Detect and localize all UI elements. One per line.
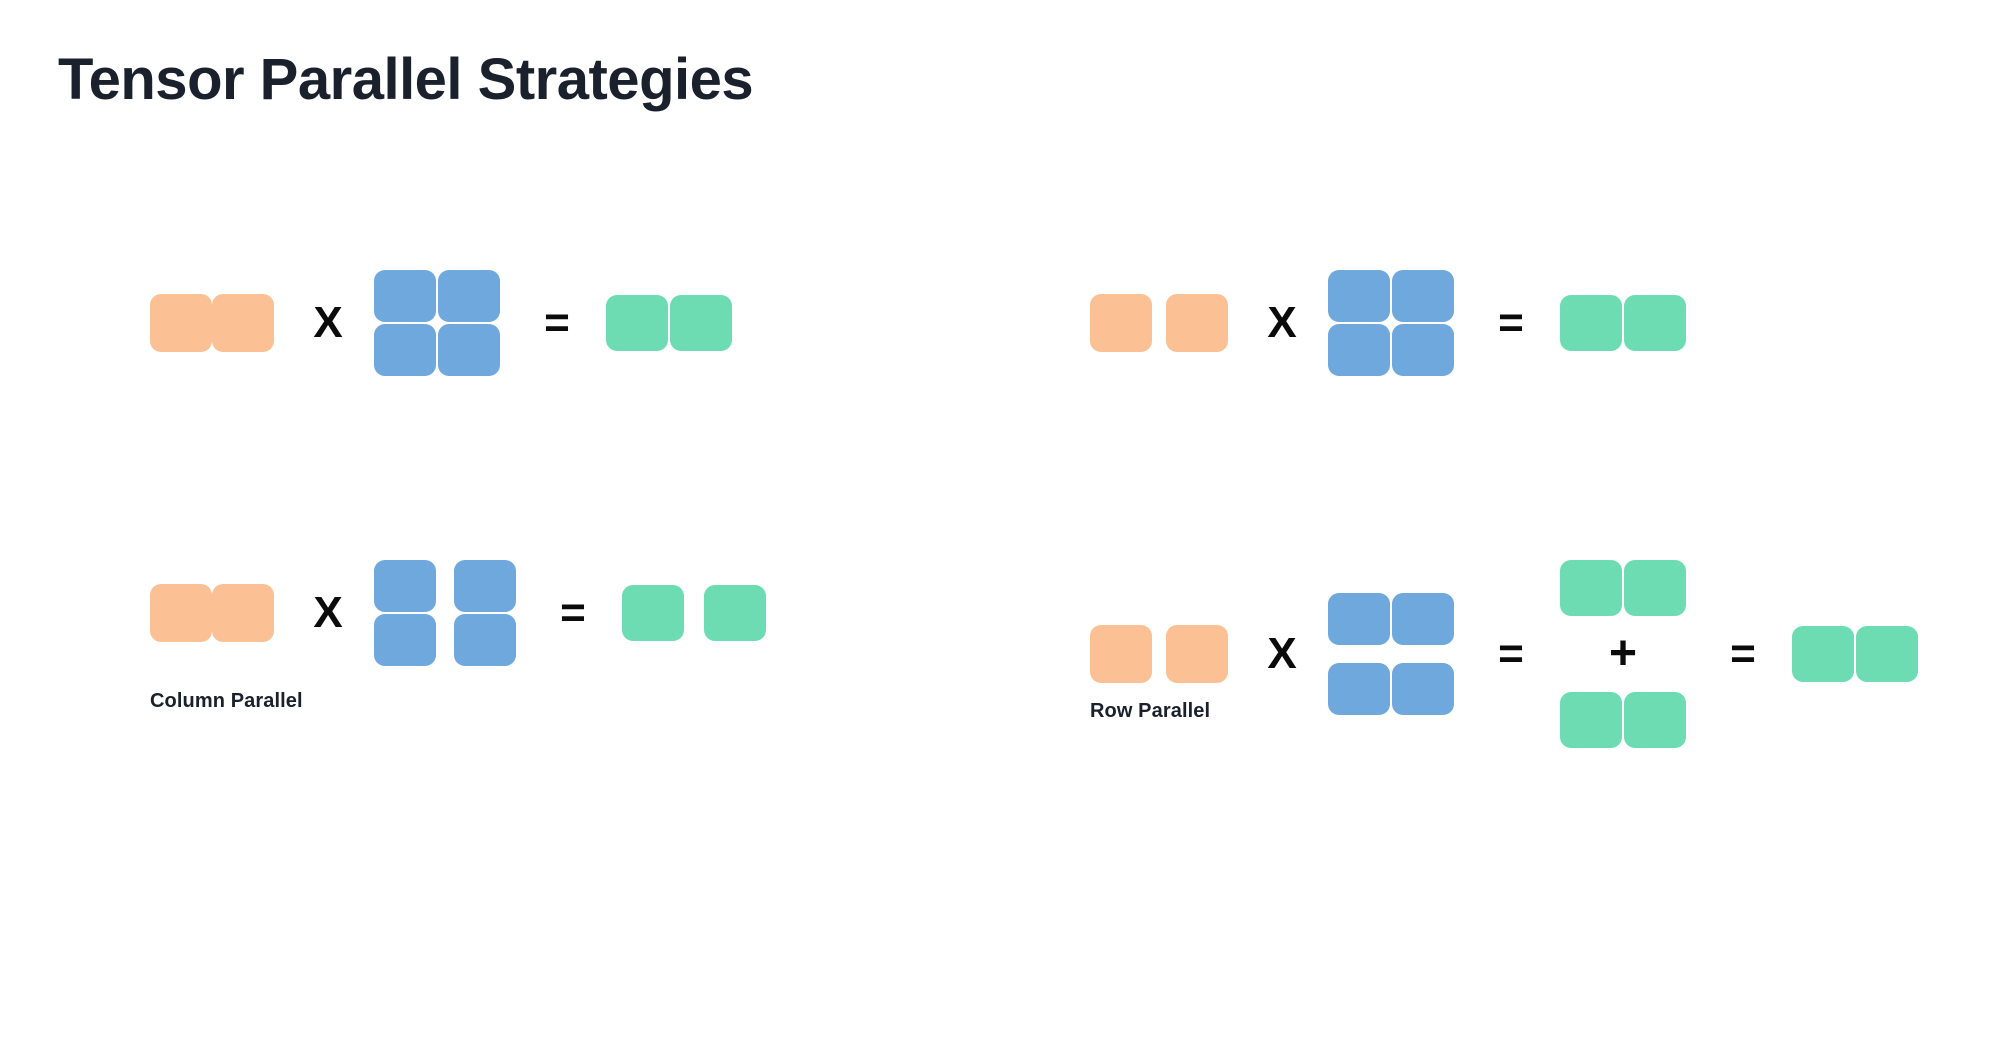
matrix-cell bbox=[1166, 294, 1228, 352]
plus-operator: + bbox=[1608, 627, 1638, 680]
multiply-operator: X bbox=[313, 298, 343, 347]
diagram-column-parallel: X = X = bbox=[150, 270, 850, 870]
matrix-cell bbox=[1090, 294, 1152, 352]
matrix-cell bbox=[1328, 270, 1390, 322]
matrix-cell bbox=[1392, 593, 1454, 645]
matrix-cell bbox=[1624, 560, 1686, 616]
multiply-operator: X bbox=[1267, 298, 1297, 347]
matrix-cell bbox=[1392, 270, 1454, 322]
matrix-cell bbox=[374, 560, 436, 612]
output-matrix-reduced bbox=[1792, 626, 1918, 682]
equals-operator: = bbox=[1498, 629, 1524, 678]
caption-column-parallel: Column Parallel bbox=[150, 690, 303, 712]
matrix-cell bbox=[374, 324, 436, 376]
matrix-cell bbox=[212, 584, 274, 642]
matrix-cell bbox=[374, 270, 436, 322]
matrix-cell bbox=[1328, 324, 1390, 376]
weight-matrix-full bbox=[1328, 270, 1454, 376]
activation-matrix-full bbox=[150, 294, 274, 352]
multiply-operator: X bbox=[313, 588, 343, 637]
matrix-cell bbox=[1560, 560, 1622, 616]
matrix-cell bbox=[438, 324, 500, 376]
matrix-cell bbox=[454, 560, 516, 612]
multiply-operator: X bbox=[1267, 629, 1297, 678]
output-matrix-column-sharded bbox=[622, 585, 766, 641]
matrix-cell bbox=[1792, 626, 1854, 682]
caption-row-parallel: Row Parallel bbox=[1090, 700, 1211, 722]
matrix-cell bbox=[1328, 663, 1390, 715]
weight-matrix-column-sharded bbox=[374, 560, 516, 666]
equals-operator: = bbox=[544, 298, 570, 347]
matrix-cell bbox=[1392, 663, 1454, 715]
matrix-cell bbox=[1560, 295, 1622, 351]
matrix-cell bbox=[1856, 626, 1918, 682]
matrix-cell bbox=[374, 614, 436, 666]
equation-row-parallel-sharded: X = + = bbox=[1090, 560, 1918, 748]
equation-column-parallel-sharded: X = bbox=[150, 560, 766, 666]
matrix-cell bbox=[212, 294, 274, 352]
matrix-cell bbox=[704, 585, 766, 641]
diagram-row-parallel: X = X = bbox=[1090, 270, 1920, 890]
page-title: Tensor Parallel Strategies bbox=[58, 47, 754, 112]
weight-matrix-row-sharded bbox=[1328, 593, 1454, 715]
matrix-cell bbox=[1392, 324, 1454, 376]
activation-matrix-full bbox=[150, 584, 274, 642]
equals-operator: = bbox=[1498, 298, 1524, 347]
partial-output-stack: + bbox=[1560, 560, 1686, 748]
matrix-cell bbox=[1328, 593, 1390, 645]
matrix-cell bbox=[1166, 625, 1228, 683]
matrix-cell bbox=[454, 614, 516, 666]
equals-operator-final: = bbox=[1730, 629, 1756, 678]
partial-output-matrix-1 bbox=[1560, 692, 1686, 748]
matrix-cell bbox=[1090, 625, 1152, 683]
matrix-cell bbox=[1624, 692, 1686, 748]
matrix-cell bbox=[150, 294, 212, 352]
matrix-cell bbox=[438, 270, 500, 322]
activation-matrix-column-sharded bbox=[1090, 294, 1228, 352]
output-matrix-full bbox=[606, 295, 732, 351]
activation-matrix-column-sharded bbox=[1090, 625, 1228, 683]
equation-row-parallel-unsharded: X = bbox=[1090, 270, 1686, 376]
matrix-cell bbox=[1560, 692, 1622, 748]
matrix-cell bbox=[670, 295, 732, 351]
weight-matrix-full bbox=[374, 270, 500, 376]
matrix-cell bbox=[1624, 295, 1686, 351]
equals-operator: = bbox=[560, 588, 586, 637]
matrix-cell bbox=[150, 584, 212, 642]
output-matrix-full bbox=[1560, 295, 1686, 351]
partial-output-matrix-0 bbox=[1560, 560, 1686, 616]
matrix-cell bbox=[606, 295, 668, 351]
equation-column-parallel-unsharded: X = bbox=[150, 270, 732, 376]
matrix-cell bbox=[622, 585, 684, 641]
